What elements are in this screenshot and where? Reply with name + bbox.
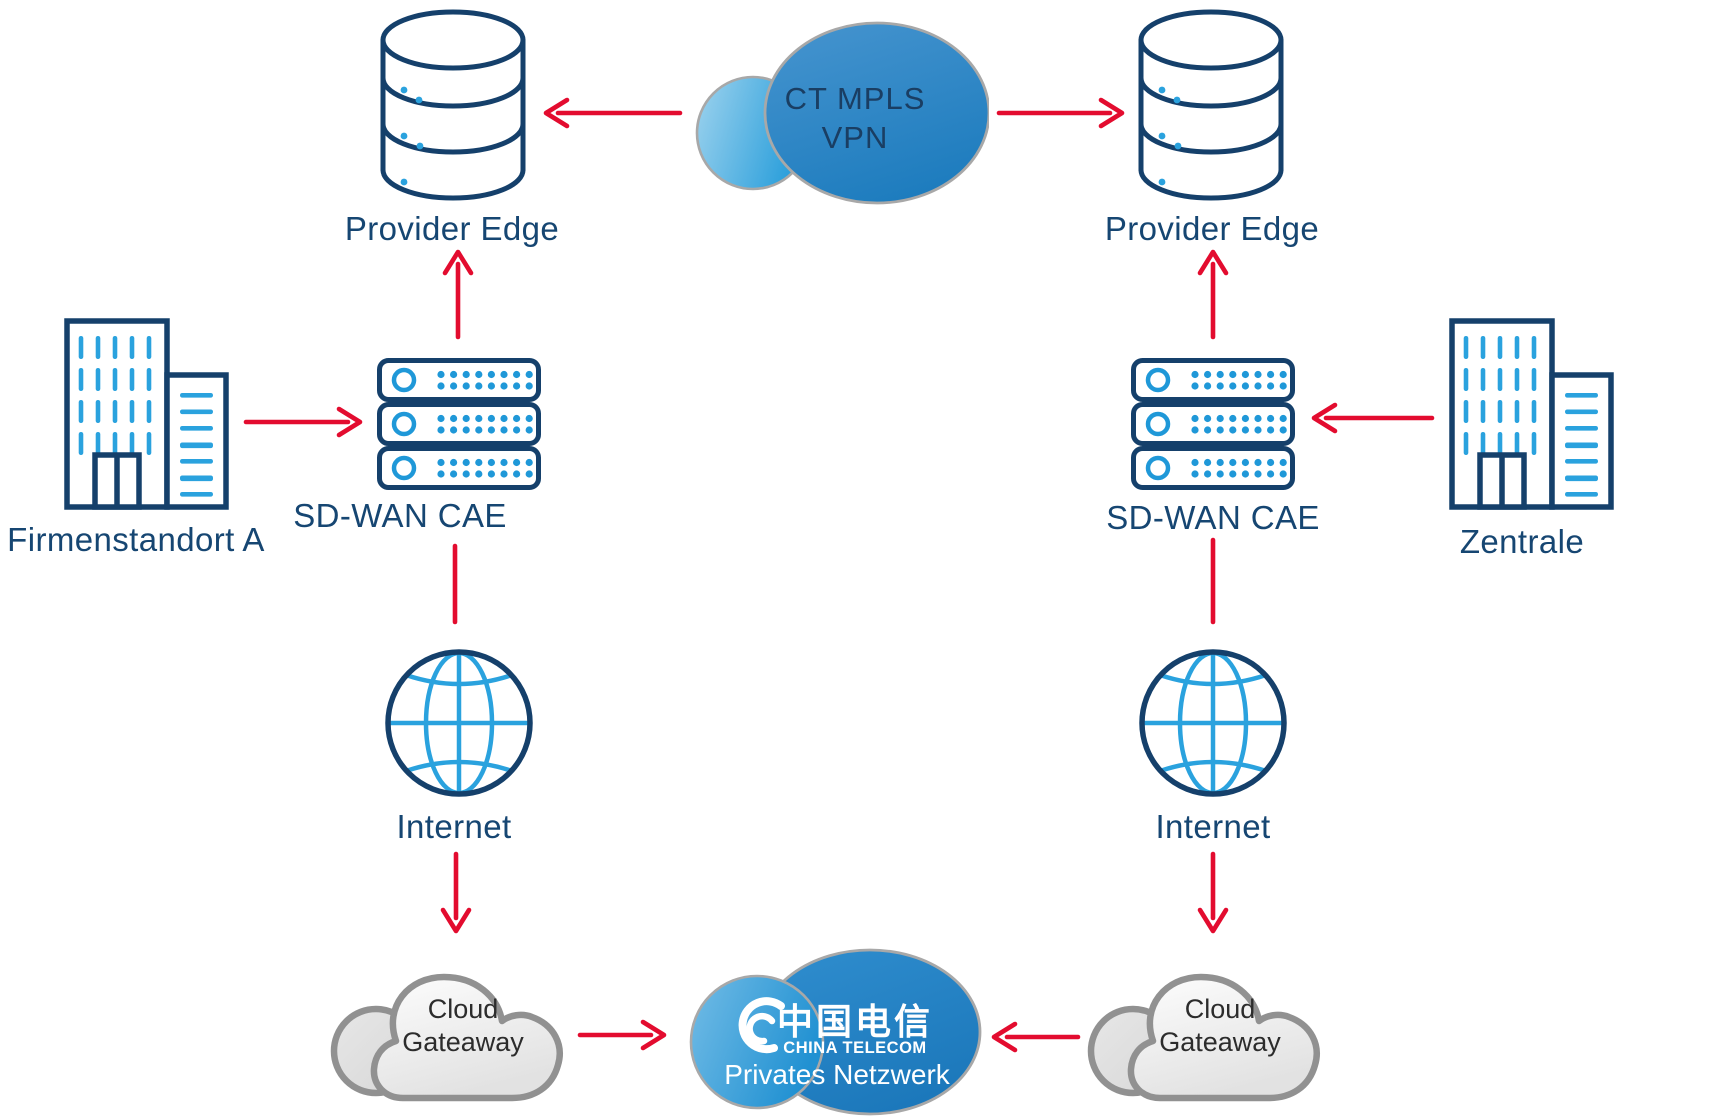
node-sd-wan-cae-right [1131, 358, 1295, 490]
cloud-gateaway-left-line2: Gateaway [402, 1027, 524, 1057]
zentrale-label: Zentrale [1459, 523, 1585, 560]
arrow-sdwan-to-provider-edge-right [1197, 249, 1229, 340]
globe-icon [385, 649, 533, 797]
arrow-firmenstandort-to-sdwan [243, 406, 363, 438]
node-internet-right [1138, 648, 1288, 798]
arrow-internet-to-gateway-left [440, 851, 472, 934]
cloud-gateaway-right-label: Cloud Gateaway [1060, 993, 1380, 1059]
china-telecom-logo-icon [738, 997, 785, 1054]
database-icon [380, 9, 526, 201]
globe-icon [1139, 649, 1287, 797]
china-telecom-brand-en: CHINA TELECOM [783, 1039, 926, 1057]
node-firmenstandort-a [64, 318, 229, 510]
sd-wan-cae-right-label: SD-WAN CAE [1106, 499, 1320, 536]
server-stack-icon [1131, 358, 1295, 490]
cloud-icon [330, 973, 563, 1102]
node-internet-left [384, 648, 534, 798]
node-provider-edge-right [1136, 6, 1286, 202]
internet-right-label: Internet [1155, 808, 1271, 845]
arrow-vpn-to-provider-edge-right [996, 97, 1125, 129]
cloud-icon: CT MPLS VPN [695, 21, 989, 205]
node-cloud-gateaway-left [328, 945, 578, 1105]
office-building-icon [64, 318, 229, 510]
database-icon [1138, 9, 1284, 201]
ct-mpls-vpn-label-line2: VPN [822, 120, 889, 155]
ct-mpls-vpn-label-line1: CT MPLS [785, 81, 926, 116]
provider-edge-right-label: Provider Edge [1104, 210, 1320, 247]
cloud-icon: 中国电信 CHINA TELECOM Privates Netzwerk [689, 948, 982, 1116]
node-zentrale [1449, 318, 1614, 510]
arrow-vpn-to-provider-edge-left [543, 97, 683, 129]
privates-netzwerk-label: Privates Netzwerk [724, 1059, 951, 1090]
china-telecom-brand-cn: 中国电信 [777, 1001, 933, 1042]
cloud-gateaway-right-line2: Gateaway [1159, 1027, 1281, 1057]
internet-left-label: Internet [396, 808, 512, 845]
node-china-telecom-privates-netzwerk: 中国电信 CHINA TELECOM Privates Netzwerk [688, 948, 982, 1120]
arrow-zentrale-to-sdwan [1311, 402, 1435, 434]
node-ct-mpls-vpn: CT MPLS VPN [695, 15, 989, 205]
cloud-gateaway-left-label: Cloud Gateaway [303, 993, 623, 1059]
cloud-gateaway-left-line1: Cloud [427, 994, 499, 1024]
provider-edge-left-label: Provider Edge [344, 210, 560, 247]
arrow-sdwan-to-provider-edge-left [442, 249, 474, 340]
server-stack-icon [377, 358, 541, 490]
arrow-internet-to-gateway-right [1197, 851, 1229, 934]
firmenstandort-a-label: Firmenstandort A [7, 521, 265, 558]
cloud-icon [1087, 973, 1320, 1102]
cloud-gateaway-right-line1: Cloud [1184, 994, 1256, 1024]
node-sd-wan-cae-left [377, 358, 541, 490]
node-cloud-gateaway-right [1085, 945, 1335, 1105]
office-building-icon [1449, 318, 1614, 510]
sd-wan-cae-left-label: SD-WAN CAE [293, 497, 507, 534]
node-provider-edge-left [378, 6, 528, 202]
